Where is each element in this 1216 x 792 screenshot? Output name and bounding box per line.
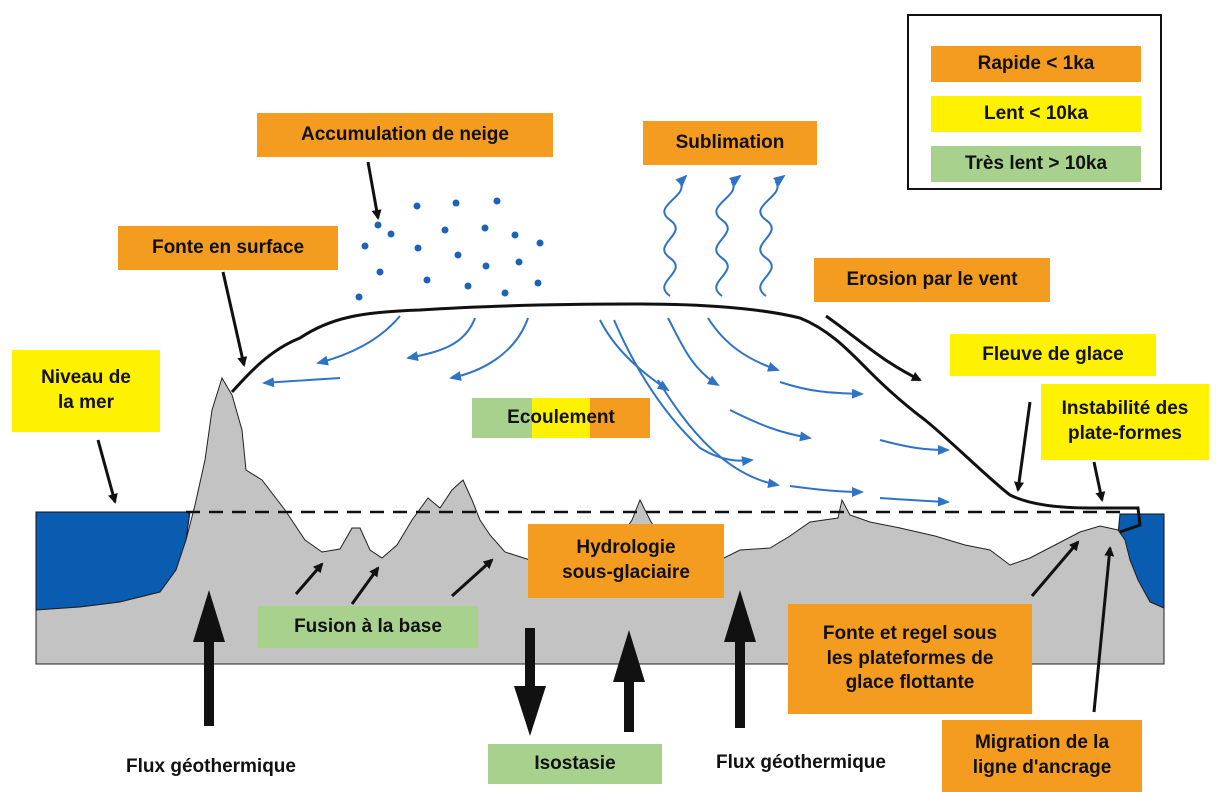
label-flow: Ecoulement <box>472 398 650 438</box>
sublimation-arrows <box>663 174 786 297</box>
legend-very-slow: Très lent > 10ka <box>931 146 1141 182</box>
flow-rapid-segment <box>590 398 650 438</box>
flow-very-slow-segment <box>472 398 532 438</box>
label-snow-accumulation: Accumulation de neige <box>257 113 553 157</box>
ice-surface <box>230 302 1142 534</box>
snow-dots <box>355 197 544 301</box>
legend-slow: Lent < 10ka <box>931 96 1141 132</box>
flow-text: Ecoulement <box>507 407 615 428</box>
label-surface-melt: Fonte en surface <box>118 226 338 270</box>
label-isostasy: Isostasie <box>488 744 662 784</box>
label-geothermal-flux-right: Flux géothermique <box>716 751 886 773</box>
label-shelf-melt-refreeze: Fonte et regel sous les plateformes de g… <box>788 604 1032 714</box>
label-subglacial-hydrology: Hydrologie sous-glaciaire <box>528 524 724 598</box>
label-ice-stream: Fleuve de glace <box>950 334 1156 376</box>
legend: Rapide < 1ka Lent < 10ka Très lent > 10k… <box>907 14 1162 190</box>
label-ice-shelf-instability: Instabilité des plate-formes <box>1041 384 1209 460</box>
label-sea-level: Niveau de la mer <box>12 350 160 432</box>
ice-flow-arrows <box>262 315 950 507</box>
big-vertical-arrows <box>193 590 756 736</box>
label-geothermal-flux-left: Flux géothermique <box>126 755 296 777</box>
label-wind-erosion: Erosion par le vent <box>814 258 1050 302</box>
label-grounding-line-migration: Migration de la ligne d'ancrage <box>942 720 1142 792</box>
label-sublimation: Sublimation <box>643 121 817 165</box>
label-basal-melt: Fusion à la base <box>258 606 478 648</box>
pointer-arrows <box>96 161 1115 713</box>
legend-rapid: Rapide < 1ka <box>931 46 1141 82</box>
flow-slow-segment <box>532 398 590 438</box>
